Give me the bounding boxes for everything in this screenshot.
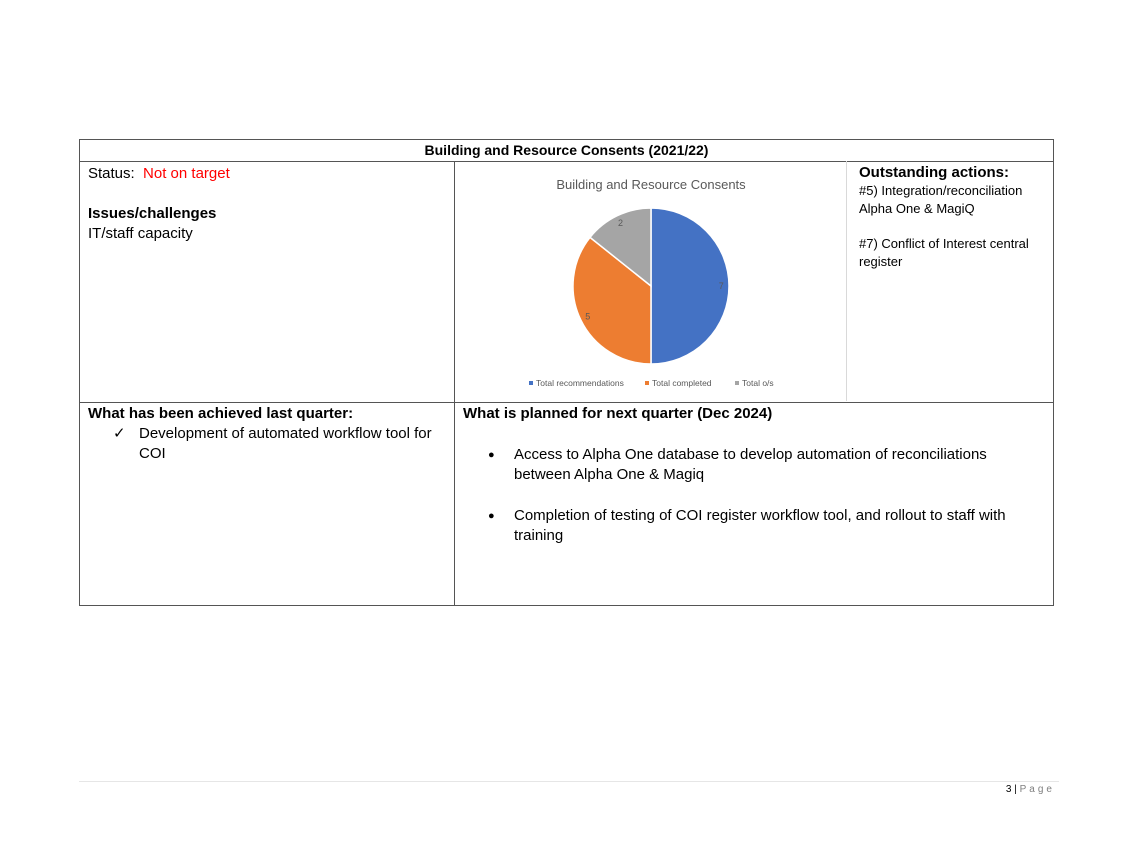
issues-heading: Issues/challenges (88, 205, 217, 222)
data-label: 5 (585, 311, 590, 321)
legend-label: Total o/s (742, 378, 774, 388)
page-number: 3 (1005, 784, 1012, 795)
achieved-heading: What has been achieved last quarter: (88, 405, 354, 422)
outstanding-heading: Outstanding actions: (859, 164, 1009, 181)
outstanding-cell: Outstanding actions: #5) Integration/rec… (852, 161, 1053, 403)
legend-swatch (735, 381, 739, 385)
achieved-cell: What has been achieved last quarter: ✓ D… (80, 403, 455, 605)
report-table: Building and Resource Consents (2021/22)… (79, 139, 1054, 606)
planned-item: ● Access to Alpha One database to develo… (488, 445, 1045, 485)
planned-item-text: Completion of testing of COI register wo… (514, 507, 1006, 544)
footer-divider (79, 781, 1059, 782)
bullet-icon: ● (488, 510, 495, 522)
achieved-item-text: Development of automated workflow tool f… (139, 425, 432, 462)
data-label: 7 (719, 281, 724, 291)
status-value: Not on target (143, 165, 230, 182)
achieved-item: ✓ Development of automated workflow tool… (113, 424, 446, 464)
data-label: 2 (618, 218, 623, 228)
planned-heading: What is planned for next quarter (Dec 20… (463, 405, 773, 422)
status-line: Status: Not on target (88, 164, 446, 184)
status-cell: Status: Not on target Issues/challenges … (80, 161, 455, 403)
bullet-icon: ● (488, 449, 495, 461)
table-title: Building and Resource Consents (2021/22) (80, 140, 1053, 162)
planned-item-text: Access to Alpha One database to develop … (514, 446, 987, 483)
legend-entry: Total o/s (735, 378, 774, 388)
pie-chart: Building and Resource Consents 7 5 2 Total… (529, 177, 774, 388)
page-label: Page (1019, 784, 1055, 795)
chart-title: Building and Resource Consents (556, 177, 746, 192)
legend-label: Total recommendations (536, 378, 624, 388)
chart-cell: Building and Resource Consents 7 5 2 Total… (455, 161, 852, 403)
issues-text: IT/staff capacity (88, 225, 193, 242)
legend-entry: Total completed (645, 378, 712, 388)
legend-swatch (529, 381, 533, 385)
page-separator: | (1014, 784, 1017, 795)
checkmark-icon: ✓ (113, 425, 126, 442)
outstanding-item: #7) Conflict of Interest central registe… (859, 236, 1029, 269)
pie-slice (650, 207, 730, 365)
status-label: Status: (88, 165, 135, 182)
planned-item: ● Completion of testing of COI register … (488, 506, 1045, 546)
legend-swatch (645, 381, 649, 385)
chart-frame (455, 161, 847, 401)
planned-cell: What is planned for next quarter (Dec 20… (455, 403, 1053, 605)
legend-label: Total completed (652, 378, 712, 388)
page-footer: 3 | Page (1006, 784, 1055, 795)
pie-slice (588, 207, 652, 288)
outstanding-item: #5) Integration/reconciliation Alpha One… (859, 183, 1023, 216)
legend-entry: Total recommendations (529, 378, 624, 388)
pie-slice (572, 236, 652, 365)
